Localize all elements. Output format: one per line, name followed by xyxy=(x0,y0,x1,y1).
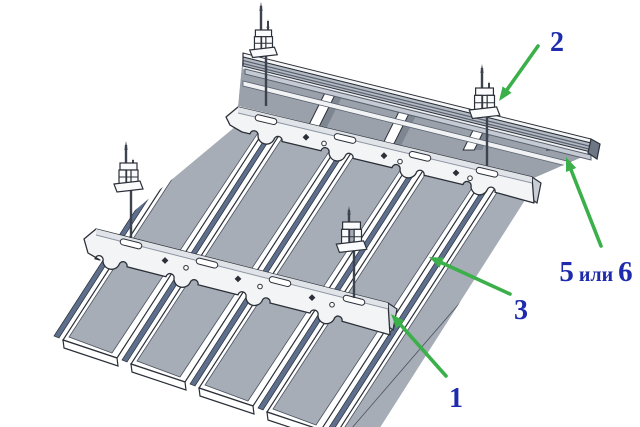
hanger-rod-tip xyxy=(347,206,351,215)
callout-arrow-line xyxy=(437,259,512,296)
comb-body xyxy=(225,106,535,204)
hanger-rod-tip xyxy=(124,141,128,150)
comb-diamond-hole xyxy=(308,294,316,301)
slat-end-cap xyxy=(198,387,255,415)
comb-round-hole xyxy=(257,283,263,290)
hanger-collar xyxy=(475,87,495,96)
rail-groove xyxy=(242,59,592,148)
comb-diamond-hole xyxy=(380,152,388,160)
callout-label-5-or-6: 5 или 6 xyxy=(559,256,632,288)
suspension-hangers xyxy=(113,2,501,298)
callout-arrow-head xyxy=(566,157,577,172)
hanger-bracket xyxy=(335,240,368,254)
comb-top-flange xyxy=(238,107,532,183)
suspension-hanger xyxy=(335,206,368,298)
comb-round-hole xyxy=(183,264,189,271)
comb-slot-hole xyxy=(119,238,143,250)
rail-groove xyxy=(242,62,592,151)
callout-arrow-line xyxy=(503,44,540,94)
wall-channel-profile xyxy=(242,52,601,161)
comb-round-hole xyxy=(329,301,335,308)
slat-end-cap xyxy=(130,363,187,391)
hanger-rod-tip xyxy=(266,19,270,28)
callout-label-1: 1 xyxy=(449,383,463,414)
suspension-hanger xyxy=(468,64,501,166)
hanger-bracket xyxy=(468,106,501,120)
comb-diamond-hole xyxy=(234,275,242,283)
rail-lower-flange xyxy=(244,68,592,161)
hanger-bracket xyxy=(248,46,279,59)
rail-gap xyxy=(243,66,591,155)
rail-end-cap xyxy=(587,138,601,160)
callout-arrows xyxy=(391,44,603,378)
callout-arrow-line xyxy=(568,165,603,248)
slat-end-cap xyxy=(266,411,323,427)
comb-round-hole xyxy=(467,175,473,182)
lattice-rung xyxy=(630,40,640,150)
hanger-collar xyxy=(254,29,273,38)
comb-diamond-hole xyxy=(161,257,169,264)
slat-end-cap xyxy=(62,339,119,367)
callout-labels: 2 5 или 6 3 1 xyxy=(449,27,633,414)
comb-diamond-hole xyxy=(302,133,310,141)
callout-label-3: 3 xyxy=(514,295,528,326)
hanger-bracket xyxy=(113,180,144,193)
callout-arrow-head xyxy=(499,86,512,101)
hanger-collar xyxy=(119,162,138,171)
comb-diamond-hole xyxy=(452,169,460,177)
suspension-hanger xyxy=(248,2,279,106)
callout-label-2: 2 xyxy=(550,27,564,58)
comb-body xyxy=(83,228,391,336)
comb-slot-hole xyxy=(254,114,278,126)
comb-slot-hole xyxy=(475,166,499,178)
comb-slot-hole xyxy=(333,133,357,144)
comb-top-flange xyxy=(96,229,388,309)
comb-round-hole xyxy=(321,140,327,147)
comb-round-hole xyxy=(397,158,403,165)
comb-fold-line xyxy=(95,234,389,310)
comb-slot-hole xyxy=(195,257,219,269)
stringer-comb-upper xyxy=(225,106,542,205)
suspension-hanger xyxy=(113,141,144,238)
comb-slot-hole xyxy=(408,150,432,162)
stringer-comb-lower xyxy=(83,228,398,336)
hanger-collar xyxy=(342,221,362,230)
callout-arrow-head xyxy=(429,257,444,268)
comb-slot-hole xyxy=(268,276,292,288)
hanger-rod-tip xyxy=(259,2,263,11)
hanger-rod-tip xyxy=(480,64,484,73)
callout-arrow-line xyxy=(396,320,448,378)
callout-arrow-head xyxy=(391,314,405,329)
